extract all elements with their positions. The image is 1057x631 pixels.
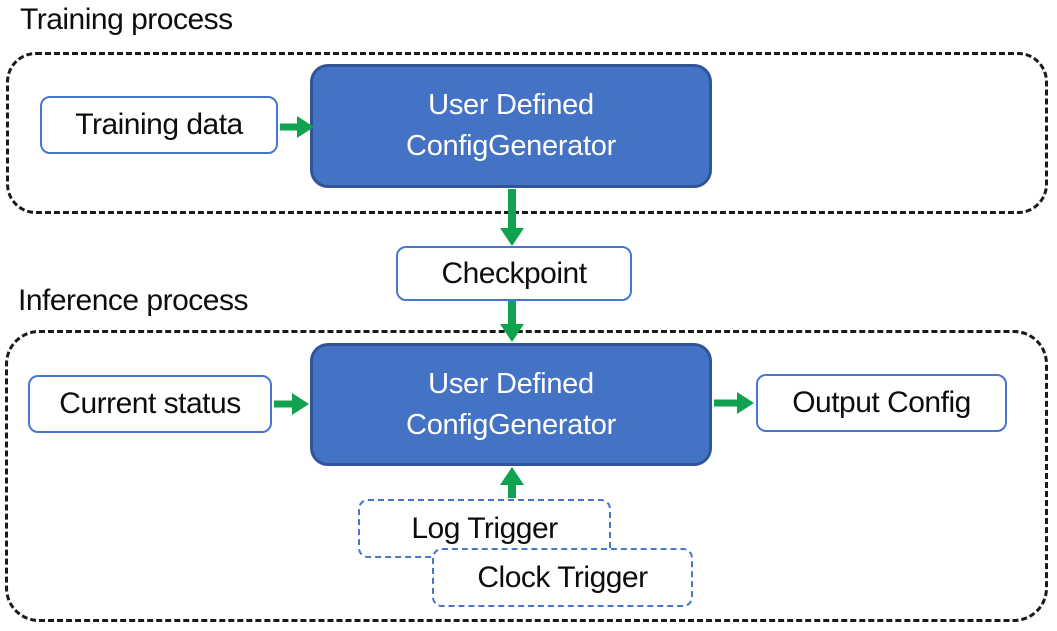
inference-config-generator-label-line1: User Defined (428, 367, 594, 400)
inference-process-title: Inference process (18, 284, 248, 317)
training-config-generator-node: User Defined ConfigGenerator (310, 64, 712, 188)
output-config-label: Output Config (792, 386, 971, 419)
clock-trigger-node: Clock Trigger (432, 548, 693, 607)
inference-config-generator-node: User Defined ConfigGenerator (310, 343, 712, 466)
current-status-label: Current status (59, 387, 241, 420)
inference-process-container (5, 330, 1048, 622)
training-data-node: Training data (40, 96, 278, 154)
checkpoint-label: Checkpoint (441, 256, 587, 290)
training-process-container (6, 52, 1048, 214)
training-config-generator-label-line1: User Defined (428, 89, 594, 121)
inference-config-generator-label-line2: ConfigGenerator (406, 408, 616, 441)
current-status-node: Current status (28, 375, 272, 433)
output-config-node: Output Config (756, 374, 1007, 432)
log-trigger-label: Log Trigger (411, 511, 558, 545)
checkpoint-node: Checkpoint (396, 246, 632, 301)
training-process-title: Training process (20, 3, 233, 36)
training-data-label: Training data (75, 108, 243, 141)
clock-trigger-label: Clock Trigger (477, 560, 648, 594)
training-config-generator-label-line2: ConfigGenerator (406, 130, 616, 162)
